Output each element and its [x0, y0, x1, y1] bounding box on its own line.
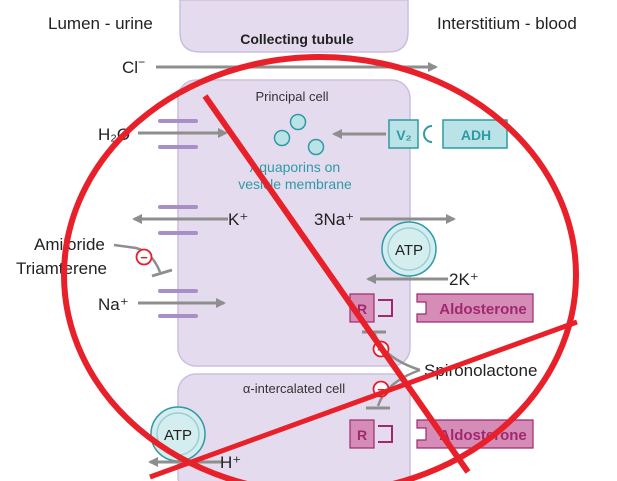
atp-bottom-label: ATP [164, 427, 192, 444]
prohibition-slash [202, 94, 471, 474]
spironolactone-inhibit-sign-bottom: − [377, 382, 385, 397]
v2-label: V₂ [396, 127, 412, 143]
receptor-bottom-cup [378, 425, 393, 443]
sodium-3-label: 3Na⁺ [314, 210, 354, 229]
atp-top-label: ATP [395, 242, 423, 259]
strike-line [149, 319, 578, 480]
v2-binding-cup [423, 125, 433, 143]
aquaporin-channel [158, 119, 198, 149]
intercalated-cell-label: α-intercalated cell [243, 381, 345, 396]
v2-receptor [388, 119, 419, 149]
amiloride-inhibition-bar [151, 268, 173, 278]
lumen-label: Lumen - urine [48, 14, 153, 33]
collecting-tubule-top [179, 0, 409, 53]
aldosterone-top-hormone [416, 293, 534, 323]
interstitium-label: Interstitium - blood [437, 14, 577, 33]
amiloride-inhibit-sign: − [140, 250, 148, 265]
amiloride-inhibit-icon [135, 248, 153, 266]
mineralocorticoid-receptor-bottom [349, 419, 375, 449]
chloride-label: Cl− [122, 55, 145, 77]
aldosterone-bottom-label: Aldosterone [439, 427, 527, 444]
atp-pump-top [381, 221, 437, 277]
potassium-label: K⁺ [228, 210, 248, 229]
potassium-channel [158, 205, 198, 235]
proton-label: H⁺ [220, 453, 241, 472]
receptor-top-label: R [357, 301, 367, 317]
spironolactone-line-bottom [376, 368, 421, 407]
aldosterone-top-label: Aldosterone [439, 301, 527, 318]
tubule-label: Collecting tubule [240, 31, 354, 47]
receptor-top-cup [378, 299, 393, 317]
atp-pump-top-ring [387, 227, 431, 271]
potassium-2-label: 2K⁺ [449, 270, 479, 289]
sodium-channel [158, 289, 198, 318]
adh-hormone [442, 119, 508, 149]
sodium-label: Na⁺ [98, 295, 129, 314]
adh-label: ADH [461, 127, 491, 143]
prohibition-ring [61, 54, 579, 481]
prohibition-overlay [61, 54, 579, 481]
receptor-bottom-label: R [357, 427, 367, 443]
aquaporin-vesicles [273, 113, 325, 156]
principal-cell-label: Principal cell [256, 89, 329, 104]
